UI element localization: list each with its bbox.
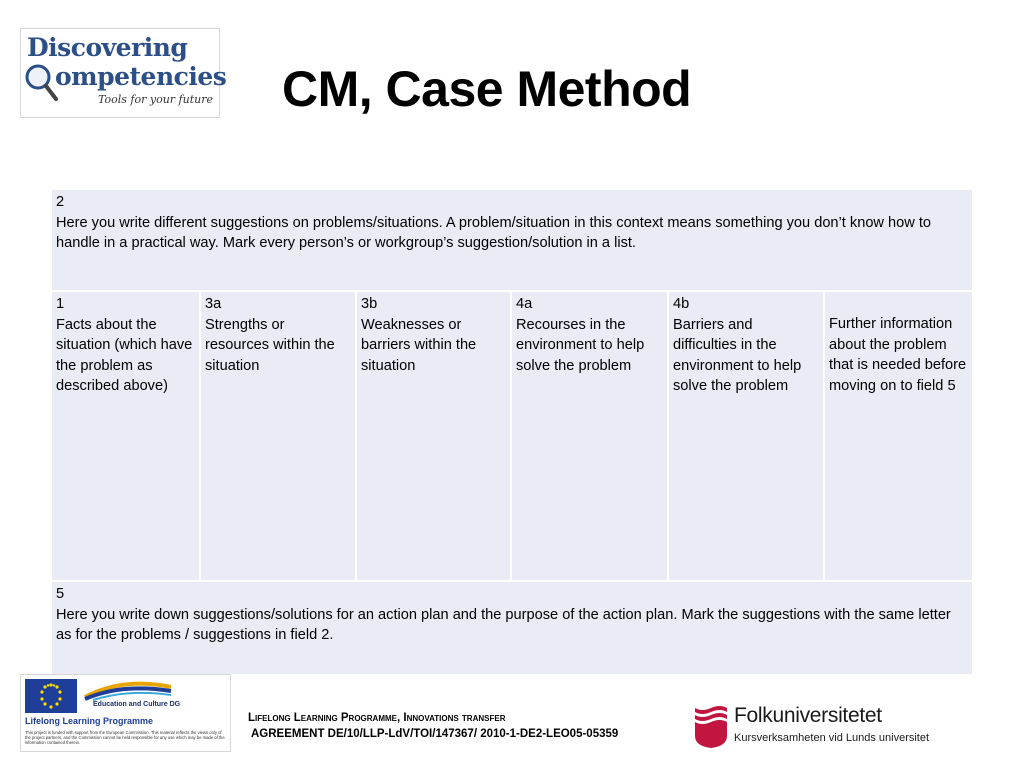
eu-flag-icon bbox=[25, 679, 77, 713]
grid-line bbox=[199, 292, 201, 580]
eu-programme-logo: Education and Culture DG Lifelong Learni… bbox=[20, 674, 231, 752]
logo-line-1: Discovering bbox=[27, 33, 188, 62]
logo-line-2: ompetencies bbox=[55, 62, 227, 91]
page-title: CM, Case Method bbox=[282, 61, 692, 117]
grid-line bbox=[52, 290, 972, 292]
field-5-cell: 5 Here you write down suggestions/soluti… bbox=[52, 582, 972, 674]
field-3a-text: Strengths or resources within the situat… bbox=[205, 316, 335, 374]
field-3b-cell: 3b Weaknesses or barriers within the sit… bbox=[357, 292, 510, 580]
field-3b-number: 3b bbox=[361, 296, 378, 312]
logo-tagline: Tools for your future bbox=[98, 93, 213, 106]
field-3a-number: 3a bbox=[205, 296, 222, 312]
field-4b-cell: 4b Barriers and difficulties in the envi… bbox=[669, 292, 823, 580]
field-2-number: 2 bbox=[56, 194, 65, 210]
field-2-cell: 2 Here you write different suggestions o… bbox=[52, 190, 972, 290]
further-info-text: Further information about the problem th… bbox=[829, 316, 967, 394]
footer-line-2: AGREEMENT DE/10/LLP-LdV/TOI/147367/ 2010… bbox=[251, 728, 619, 740]
field-4a-number: 4a bbox=[516, 296, 533, 312]
field-1-text: Facts about the situation (which have th… bbox=[56, 316, 193, 395]
grid-line bbox=[823, 292, 825, 580]
footer-agreement: Lifelong Learning Programme, Innovations… bbox=[248, 710, 618, 742]
folkuniversitetet-logo: Folkuniversitetet Kursverksamheten vid L… bbox=[694, 704, 934, 750]
magnifier-icon bbox=[25, 64, 58, 101]
case-method-table: 2 Here you write different suggestions o… bbox=[52, 190, 972, 674]
field-1-cell: 1 Facts about the situation (which have … bbox=[52, 292, 199, 580]
field-4a-cell: 4a Recourses in the environment to help … bbox=[512, 292, 667, 580]
field-5-number: 5 bbox=[56, 586, 65, 602]
further-info-cell: Further information about the problem th… bbox=[825, 292, 972, 580]
folkuniversitetet-name: Folkuniversitetet bbox=[734, 704, 882, 727]
grid-line bbox=[667, 292, 669, 580]
field-4b-number: 4b bbox=[673, 296, 690, 312]
swoosh-icon bbox=[84, 681, 172, 701]
discovering-competencies-logo: Discovering ompetencies Tools for your f… bbox=[20, 28, 227, 118]
field-1-number: 1 bbox=[56, 296, 65, 312]
field-4a-text: Recourses in the environment to help sol… bbox=[516, 316, 645, 374]
field-2-text: Here you write different suggestions on … bbox=[56, 214, 932, 252]
folkuniversitetet-emblem-icon bbox=[695, 706, 727, 748]
eu-disclaimer: This project is funded with support from… bbox=[25, 730, 225, 745]
field-5-text: Here you write down suggestions/solution… bbox=[56, 606, 951, 644]
grid-line bbox=[355, 292, 357, 580]
folkuniversitetet-subtitle: Kursverksamheten vid Lunds universitet bbox=[734, 732, 930, 744]
grid-line bbox=[52, 580, 972, 582]
grid-line bbox=[510, 292, 512, 580]
field-3b-text: Weaknesses or barriers within the situat… bbox=[361, 316, 477, 374]
field-4b-text: Barriers and difficulties in the environ… bbox=[673, 316, 802, 395]
field-3a-cell: 3a Strengths or resources within the sit… bbox=[201, 292, 355, 580]
footer-line-1: Lifelong Learning Programme, Innovations… bbox=[248, 712, 506, 724]
eu-programme-label: Lifelong Learning Programme bbox=[25, 716, 154, 726]
eu-dg-label: Education and Culture DG bbox=[93, 701, 181, 708]
